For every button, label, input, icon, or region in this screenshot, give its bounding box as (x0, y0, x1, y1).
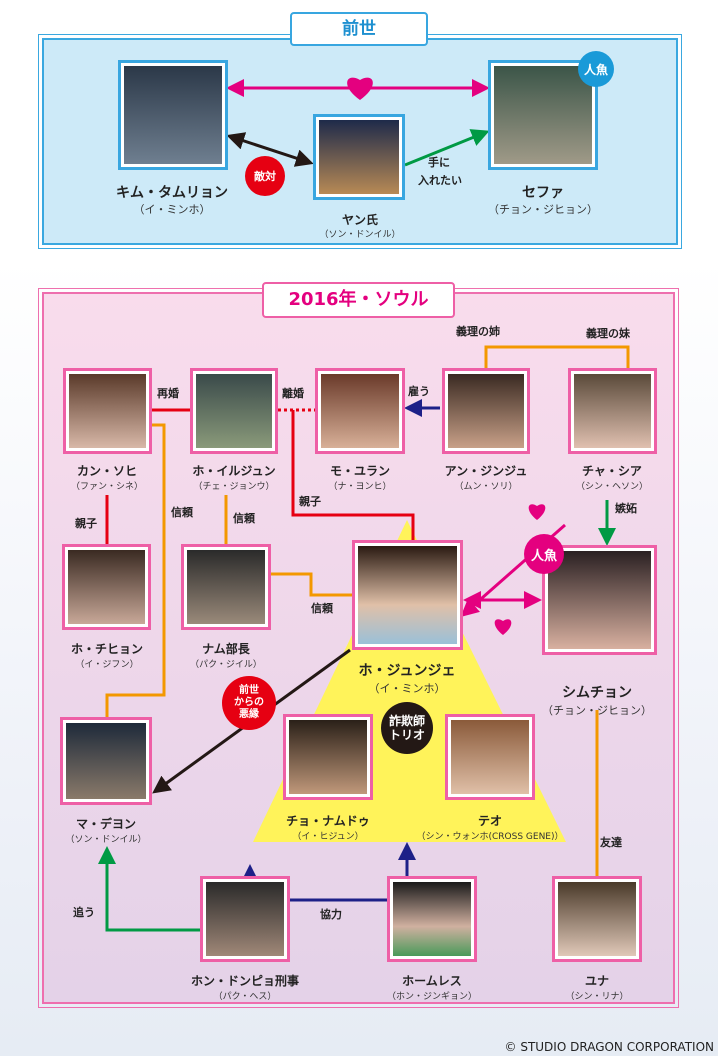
actor-yang: （ソン・ドンイル） (319, 230, 401, 240)
name-kim: キム・タムリョン (116, 185, 228, 201)
name-ma: マ・デヨン (75, 817, 136, 831)
present-title: 2016年・ソウル (262, 282, 455, 318)
chase-arrow (98, 846, 200, 932)
past-title: 前世 (290, 12, 428, 46)
name-yuna: ユナ (584, 974, 609, 988)
heart-icon (494, 619, 512, 635)
name-teo: テオ (477, 814, 502, 828)
name-mo: モ・ユラン (329, 464, 390, 478)
photo-nam (181, 544, 271, 630)
name-cho: チョ・ナムドゥ (286, 814, 370, 828)
name-nam: ナム部長 (202, 642, 250, 656)
heart-icon (528, 504, 546, 520)
want-arrow (404, 129, 490, 167)
parent-line-jun (291, 410, 415, 540)
actor-hong: （パク・ヘス） (213, 992, 277, 1002)
name-hong: ホン・ドンピョ刑事 (190, 974, 299, 988)
mermaid-badge-present: 人魚 (524, 534, 564, 574)
photo-sepha (488, 60, 598, 170)
actor-jun: （イ・ミンホ） (368, 682, 446, 695)
name-shim: シムチョン (562, 685, 632, 701)
label-trust-jun: 信頼 (311, 602, 333, 615)
enemy-burst: 敵対 (245, 156, 285, 196)
name-ahn: アン・ジンジュ (444, 464, 528, 478)
label-trust-nam: 信頼 (233, 512, 255, 525)
photo-cha (568, 368, 657, 454)
heart-icon (347, 77, 373, 100)
label-remarry: 再婚 (157, 387, 179, 400)
mermaid-badge: 人魚 (578, 51, 614, 87)
actor-mo: （ナ・ヨンヒ） (328, 482, 392, 492)
photo-jun (352, 540, 463, 650)
label-trust-ma: 信頼 (171, 506, 193, 519)
actor-nam: （パク・ジイル） (190, 660, 262, 670)
actor-cha: （シン・ヘソン） (575, 482, 648, 492)
trust-line-jun (271, 572, 352, 597)
want-label: 手に (428, 156, 450, 169)
enemy-arrow (226, 132, 314, 167)
actor-kim: （イ・ミンホ） (133, 203, 211, 216)
trust-line-ma (105, 423, 166, 717)
photo-ho-il (190, 368, 278, 454)
actor-ho-chi: （イ・ジフン） (75, 660, 139, 670)
photo-kim (118, 60, 228, 170)
name-ho-il: ホ・イルジュン (192, 464, 276, 478)
label-cooperate: 協力 (320, 908, 342, 921)
name-ho-chi: ホ・チヒョン (70, 642, 143, 656)
label-hire: 雇う (408, 385, 430, 398)
photo-teo (445, 714, 535, 800)
want-label-2: 入れたい (418, 174, 462, 187)
actor-yuna: （シン・リナ） (565, 992, 629, 1002)
name-yang: ヤン氏 (341, 213, 378, 227)
name-homeless: ホームレス (402, 974, 462, 988)
photo-ahn (442, 368, 530, 454)
label-friends: 友達 (600, 836, 622, 849)
label-chase: 追う (73, 906, 95, 919)
photo-yuna (552, 876, 642, 962)
actor-sepha: （チョン・ジヒョン） (488, 203, 598, 216)
actor-shim: （チョン・ジヒョン） (542, 704, 652, 717)
label-sister-younger: 義理の妹 (586, 327, 630, 340)
photo-kang (63, 368, 152, 454)
photo-yang (313, 114, 405, 200)
photo-ma (60, 717, 152, 805)
name-cha: チャ・シア (582, 464, 642, 478)
label-jealousy: 嫉妬 (615, 502, 637, 515)
name-sepha: セファ (522, 185, 564, 201)
photo-homeless (387, 876, 477, 962)
photo-hong (200, 876, 290, 962)
actor-ma: （ソン・ドンイル） (65, 835, 147, 845)
actor-kang: （ファン・シネ） (70, 482, 143, 492)
actor-teo: （シン・ウォンホ(CROSS GENE)） (416, 832, 564, 842)
photo-ho-chi (62, 544, 151, 630)
karma-burst: 前世からの悪縁 (222, 676, 276, 730)
photo-cho (283, 714, 373, 800)
actor-cho: （イ・ヒジュン） (292, 832, 364, 842)
label-parent-jun: 親子 (299, 495, 321, 508)
label-divorce: 離婚 (282, 387, 304, 400)
trio-badge: 詐欺師トリオ (381, 702, 433, 754)
name-kang: カン・ソヒ (76, 464, 137, 478)
photo-mo (315, 368, 405, 454)
name-jun: ホ・ジュンジェ (358, 663, 456, 679)
actor-ahn: （ムン・ソリ） (454, 482, 518, 492)
copyright: © STUDIO DRAGON CORPORATION (504, 1040, 714, 1054)
label-sister-elder: 義理の姉 (456, 325, 500, 338)
actor-ho-il: （チェ・ジョンウ） (193, 482, 275, 492)
actor-homeless: （ホン・ジンギョン） (386, 992, 477, 1002)
sister-line (484, 345, 630, 368)
label-parent-chi: 親子 (75, 517, 97, 530)
